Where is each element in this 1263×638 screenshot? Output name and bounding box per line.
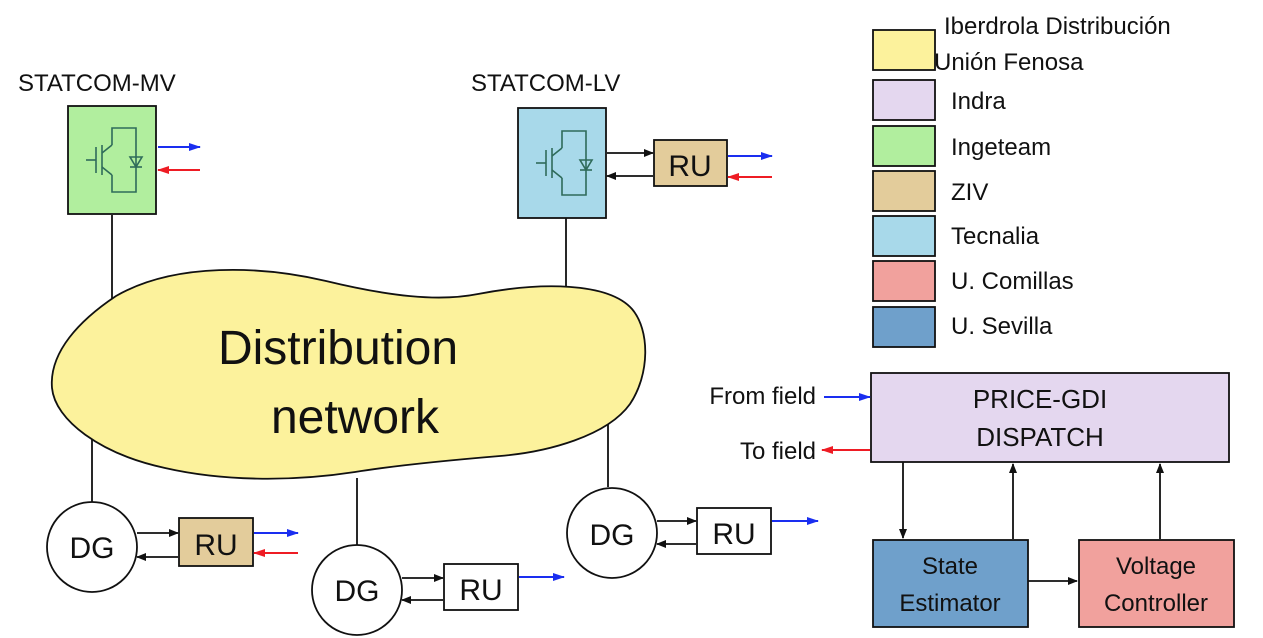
dispatch-label-line1: PRICE-GDI xyxy=(973,384,1107,414)
voltage-controller-line2: Controller xyxy=(1104,590,1208,617)
dg-label: DG xyxy=(335,575,380,608)
legend: Iberdrola Distribución Unión Fenosa Indr… xyxy=(872,13,1171,348)
ru-box-lv xyxy=(653,139,728,187)
ru-label: RU xyxy=(712,518,755,551)
legend-label-line2: Unión Fenosa xyxy=(934,49,1084,76)
ru-box-dg3 xyxy=(696,507,772,555)
legend-item-tecnalia: Tecnalia xyxy=(872,215,1040,257)
legend-swatch xyxy=(872,306,936,348)
state-estimator-line2: Estimator xyxy=(899,590,1000,617)
legend-label: ZIV xyxy=(951,179,988,206)
ru-box-dg2 xyxy=(443,563,519,611)
ru-box-dg1 xyxy=(178,517,254,567)
dg-unit-2: DG RU xyxy=(311,544,565,636)
dg-circle xyxy=(311,544,403,636)
legend-item-ziv: ZIV xyxy=(872,170,988,212)
from-field-label: From field xyxy=(709,383,816,410)
network-cloud xyxy=(51,269,647,480)
dg-label: DG xyxy=(590,519,635,552)
legend-label: Indra xyxy=(951,88,1006,115)
legend-label: U. Comillas xyxy=(951,268,1074,295)
statcom-lv: STATCOM-LV RU xyxy=(471,70,773,219)
legend-swatch xyxy=(872,79,936,121)
network-label-line1: Distribution xyxy=(218,322,458,375)
statcom-mv-label: STATCOM-MV xyxy=(18,70,176,97)
legend-item-iberdrola: Iberdrola Distribución Unión Fenosa xyxy=(872,13,1171,76)
dg-circle xyxy=(566,487,658,579)
legend-item-sevilla: U. Sevilla xyxy=(872,306,1053,348)
dispatch-system: PRICE-GDI DISPATCH From field To field S… xyxy=(709,372,1235,628)
ru-label: RU xyxy=(668,150,711,183)
voltage-controller-box xyxy=(1078,539,1235,628)
ru-label: RU xyxy=(194,529,237,562)
statcom-lv-box xyxy=(517,107,607,219)
legend-item-indra: Indra xyxy=(872,79,1006,121)
dispatch-box xyxy=(870,372,1230,463)
statcom-mv: STATCOM-MV xyxy=(18,70,201,215)
ru-label: RU xyxy=(459,574,502,607)
legend-label: Tecnalia xyxy=(951,223,1040,250)
legend-swatch xyxy=(872,260,936,302)
legend-swatch xyxy=(872,215,936,257)
dg-label: DG xyxy=(70,532,115,565)
legend-label-line1: Iberdrola Distribución xyxy=(944,13,1171,40)
dg-circle xyxy=(46,501,138,593)
legend-item-comillas: U. Comillas xyxy=(872,260,1074,302)
dispatch-label-line2: DISPATCH xyxy=(976,422,1104,452)
legend-swatch xyxy=(872,29,936,71)
legend-swatch xyxy=(872,170,936,212)
legend-label: Ingeteam xyxy=(951,134,1051,161)
legend-label: U. Sevilla xyxy=(951,313,1053,340)
legend-item-ingeteam: Ingeteam xyxy=(872,125,1051,167)
to-field-label: To field xyxy=(740,438,816,465)
state-estimator-box xyxy=(872,539,1029,628)
statcom-mv-box xyxy=(67,105,157,215)
voltage-controller-line1: Voltage xyxy=(1116,553,1196,580)
distribution-network: Distribution network xyxy=(51,269,647,480)
legend-swatch xyxy=(872,125,936,167)
dg-unit-1: DG RU xyxy=(46,501,299,593)
state-estimator-line1: State xyxy=(922,553,978,580)
network-label-line2: network xyxy=(271,391,440,444)
statcom-lv-label: STATCOM-LV xyxy=(471,70,620,97)
dg-unit-3: DG RU xyxy=(566,487,819,579)
